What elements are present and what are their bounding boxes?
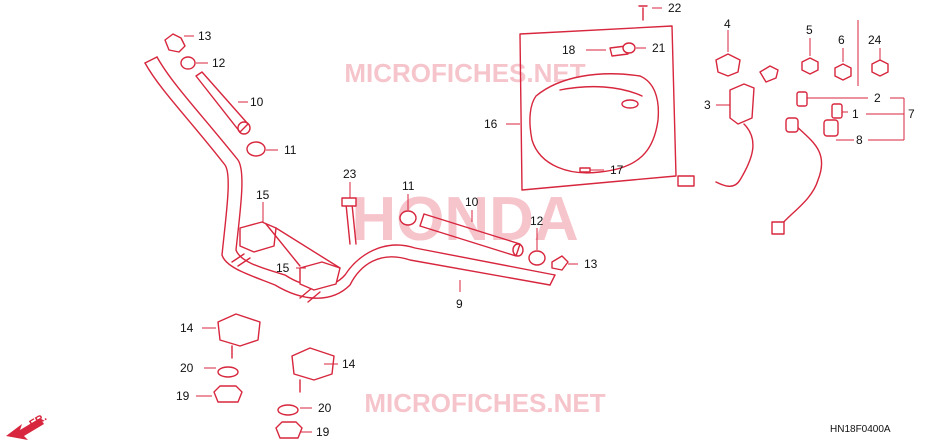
- end-weight-13-mid: [551, 255, 569, 271]
- callout-4: 4: [724, 17, 731, 31]
- callout-7: 7: [908, 107, 915, 121]
- knob-4: [715, 53, 741, 77]
- clip-18: [609, 45, 629, 57]
- callout-3: 3: [704, 98, 711, 112]
- callout-11-top: 11: [284, 143, 297, 157]
- collar-12-top: [180, 56, 196, 70]
- callout-12-mid: 12: [530, 214, 544, 228]
- callout-12-top: 12: [212, 56, 226, 70]
- collar-12-mid: [528, 250, 546, 266]
- switch-3-connector: [677, 175, 695, 187]
- harness-8-wire: [779, 121, 823, 227]
- callout-13-top: 13: [198, 29, 212, 43]
- callout-20-left: 20: [180, 361, 194, 375]
- cover-box-outline: [519, 25, 677, 191]
- holder-lower-14b: [291, 347, 335, 381]
- nut-19a: [213, 385, 243, 403]
- callout-23: 23: [343, 167, 357, 181]
- holder-upper-15b: [299, 261, 341, 291]
- cover-ridge: [559, 85, 643, 97]
- socket-6: [834, 63, 852, 81]
- handlebar-9-inner: [156, 56, 556, 287]
- callout-24: 24: [868, 33, 882, 47]
- grip-cap-11-mid: [399, 210, 417, 226]
- grip-end-assembly-left: [164, 33, 266, 157]
- harness-8-socket: [823, 119, 839, 137]
- key-part: [759, 65, 779, 83]
- callout-19-left: 19: [176, 389, 190, 403]
- callout-15-top: 15: [256, 188, 270, 202]
- clip-17: [579, 167, 591, 173]
- switch-3: [729, 83, 755, 125]
- watermark-bottom: MICROFICHES.NET: [364, 388, 605, 418]
- callout-labels: 13 12 10 11 15 15 23 11 10 12 13 9 14 20…: [176, 1, 915, 439]
- nut-19b: [275, 421, 303, 439]
- handlebar-9-end: [549, 274, 556, 286]
- callout-17: 17: [610, 163, 624, 177]
- callout-10-mid: 10: [465, 195, 479, 209]
- bulb-1: [831, 103, 843, 119]
- direction-label: FR.: [28, 411, 49, 430]
- grommet-21: [622, 42, 636, 54]
- handlebar-9-tip: [144, 56, 158, 64]
- front-direction-arrow: FR.: [6, 411, 49, 440]
- watermark-center: HONDA: [351, 185, 578, 254]
- screw-22: [638, 5, 648, 21]
- end-weight-13-top: [164, 33, 186, 53]
- callout-14-left: 14: [180, 321, 194, 335]
- pipe-end-10: [237, 121, 251, 135]
- switch-3-wire: [715, 123, 754, 187]
- callout-10-top: 10: [250, 95, 264, 109]
- holder-upper-15a: [239, 221, 277, 253]
- bolt-23-head: [341, 197, 357, 207]
- bulb-2: [796, 91, 808, 107]
- callout-18: 18: [562, 43, 576, 57]
- bolt-23: [345, 203, 357, 245]
- callout-1: 1: [852, 107, 859, 121]
- callout-11-mid: 11: [402, 179, 415, 193]
- callout-2: 2: [874, 91, 881, 105]
- knurl-mark-right: [299, 287, 321, 303]
- washer-20b: [277, 404, 299, 416]
- callout-21: 21: [652, 41, 666, 55]
- harness-8-socket-b: [785, 117, 799, 133]
- callout-20-right: 20: [318, 401, 332, 415]
- knurl-mark-left: [231, 253, 251, 267]
- harness-8-connector: [771, 221, 785, 235]
- diagram-code: HN18F0400A: [830, 424, 891, 435]
- handlebar-cover-16: [529, 73, 660, 174]
- cover-hole: [621, 99, 639, 109]
- washer-20a: [217, 366, 239, 378]
- bulb-24: [871, 59, 889, 77]
- callout-19-right: 19: [316, 425, 330, 439]
- bulb-5: [801, 57, 819, 75]
- callout-8: 8: [856, 133, 863, 147]
- callout-6: 6: [838, 33, 845, 47]
- callout-5: 5: [806, 23, 813, 37]
- grip-cap-11-top: [246, 141, 266, 157]
- callout-15-bottom: 15: [276, 261, 290, 275]
- callout-9: 9: [456, 297, 463, 311]
- holder-guide-lines: [265, 223, 341, 269]
- pipe-end-10-mid: [512, 243, 524, 257]
- callout-16: 16: [484, 117, 498, 131]
- callout-13-mid: 13: [584, 257, 598, 271]
- arrow-icon: [6, 418, 44, 440]
- handlebar-9-outer: [144, 62, 551, 299]
- callout-14-right: 14: [342, 357, 356, 371]
- watermark-top: MICROFICHES.NET: [344, 58, 585, 88]
- holder-lower-14a: [217, 313, 261, 347]
- callout-22: 22: [668, 1, 682, 15]
- leader-lines: [184, 7, 905, 433]
